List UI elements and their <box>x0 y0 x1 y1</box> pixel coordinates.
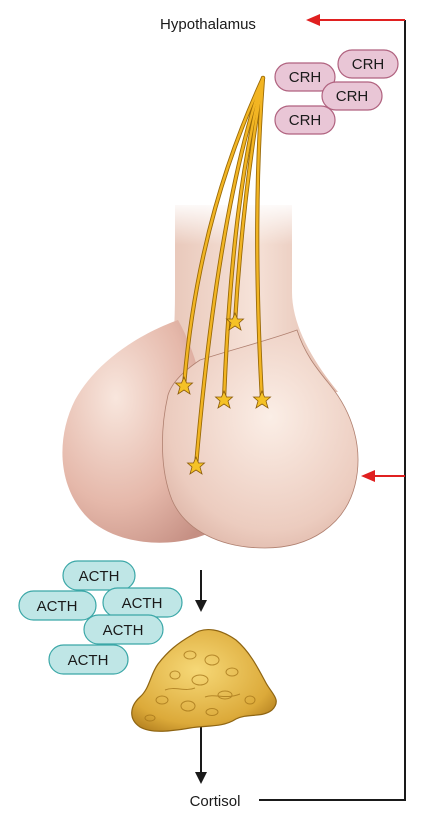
acth-pill: ACTH <box>19 591 96 620</box>
cortisol-label: Cortisol <box>190 793 241 809</box>
feedback-arrow-pituitary <box>361 470 405 482</box>
svg-text:CRH: CRH <box>289 112 322 129</box>
arrow-pituitary-to-adrenal <box>195 570 207 612</box>
hypothalamus-label: Hypothalamus <box>160 16 256 33</box>
pituitary-gland <box>62 200 358 548</box>
arrow-adrenal-to-cortisol <box>195 726 207 784</box>
crh-pill: CRH <box>275 106 335 134</box>
svg-text:ACTH: ACTH <box>122 595 163 612</box>
svg-text:CRH: CRH <box>289 69 322 86</box>
svg-text:CRH: CRH <box>352 56 385 73</box>
acth-pill: ACTH <box>63 561 135 590</box>
svg-text:ACTH: ACTH <box>103 622 144 639</box>
crh-molecules: CRH CRH CRH CRH <box>275 50 398 134</box>
crh-pill: CRH <box>338 50 398 78</box>
acth-pill: ACTH <box>84 615 163 644</box>
adrenal-gland <box>132 630 277 732</box>
svg-text:ACTH: ACTH <box>37 598 78 615</box>
svg-text:ACTH: ACTH <box>79 568 120 585</box>
svg-text:CRH: CRH <box>336 88 369 105</box>
feedback-arrow-hypothalamus <box>306 14 405 26</box>
svg-text:ACTH: ACTH <box>68 652 109 669</box>
crh-pill: CRH <box>322 82 382 110</box>
acth-pill: ACTH <box>103 588 182 617</box>
acth-pill: ACTH <box>49 645 128 674</box>
acth-molecules: ACTH ACTH ACTH ACTH ACTH <box>19 561 182 674</box>
